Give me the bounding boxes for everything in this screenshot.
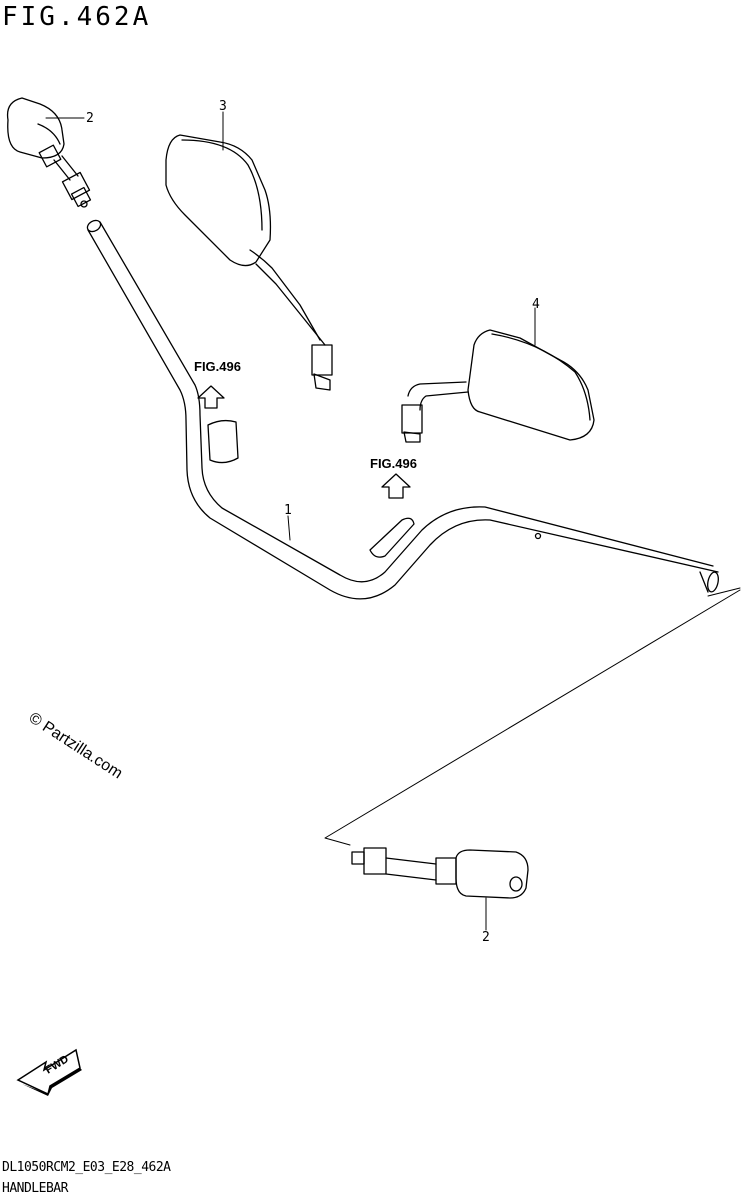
balancer-left[interactable]: [6, 97, 92, 208]
handlebar[interactable]: [85, 218, 720, 600]
ref-arrow-right: [381, 473, 411, 499]
leader-part-1: [287, 515, 291, 541]
figure-title: FIG.462A: [2, 2, 152, 32]
ref-arrow-left: [197, 385, 225, 409]
part-label-4: 4: [532, 297, 540, 312]
part-label-2-left: 2: [86, 111, 94, 126]
fig-ref-right[interactable]: FIG.496: [370, 456, 417, 471]
explode-line: [324, 589, 741, 846]
fwd-arrow-icon: FWD: [16, 1048, 82, 1096]
part-label-2-right: 2: [482, 930, 490, 945]
balancer-right[interactable]: [351, 847, 529, 899]
figure-name: HANDLEBAR: [2, 1181, 68, 1196]
mirror-left[interactable]: [165, 134, 333, 391]
figure-code: DL1050RCM2_E03_E28_462A: [2, 1160, 171, 1175]
part-label-1: 1: [284, 503, 292, 518]
explode-line-tip: [707, 587, 741, 597]
mirror-right[interactable]: [401, 329, 595, 443]
part-label-3: 3: [219, 99, 227, 114]
fig-ref-left[interactable]: FIG.496: [194, 359, 241, 374]
